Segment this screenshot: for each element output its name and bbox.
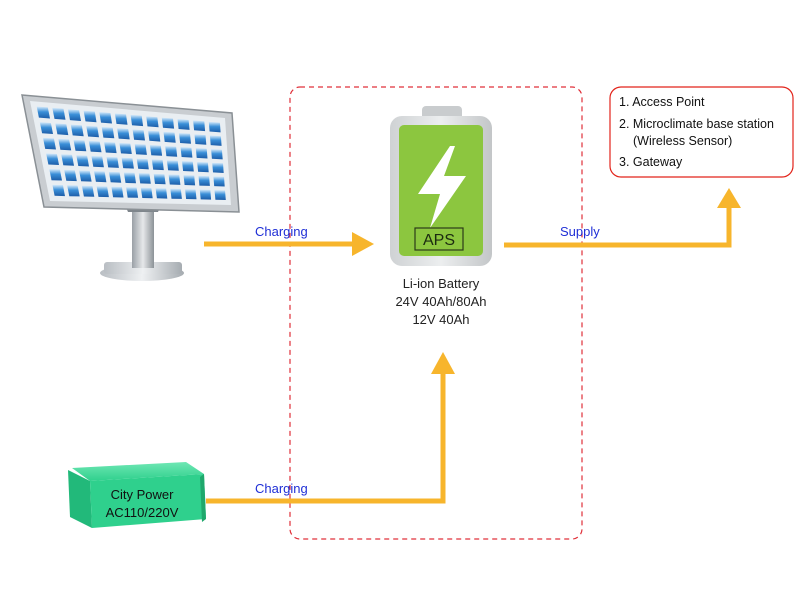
solar-cell: [168, 174, 181, 185]
load-item: 3. Gateway: [619, 155, 683, 169]
solar-cell: [76, 155, 89, 167]
solar-panel-icon: [21, 94, 240, 281]
solar-cell: [195, 148, 208, 159]
solar-cell: [68, 109, 81, 121]
solar-cell: [138, 173, 151, 184]
solar-cell: [166, 160, 179, 171]
solar-cell: [83, 110, 97, 123]
solar-cell: [111, 186, 124, 198]
solar-cell: [88, 140, 102, 153]
solar-cell: [106, 156, 119, 168]
solar-cell: [39, 122, 53, 134]
solar-cell: [180, 147, 193, 158]
load-item: 1. Access Point: [619, 95, 705, 109]
solar-cell: [170, 188, 182, 199]
city-charging-label: Charging: [255, 481, 308, 496]
solar-cell: [199, 189, 212, 200]
solar-cell: [96, 186, 109, 198]
loads-box: [609, 86, 794, 178]
solar-cell: [86, 125, 99, 138]
solar-cell: [183, 175, 196, 186]
solar-cell: [182, 161, 194, 172]
solar-cell: [123, 172, 136, 184]
solar-cell: [198, 175, 210, 186]
solar-cell: [208, 121, 221, 133]
solar-cell: [149, 144, 163, 156]
city-power-block: [68, 462, 206, 528]
solar-cell: [177, 119, 190, 130]
solar-cell: [101, 126, 115, 139]
solar-cell: [108, 171, 122, 183]
solar-cell: [91, 155, 104, 168]
solar-cell: [104, 141, 117, 154]
solar-cell: [46, 153, 59, 165]
solar-cell: [55, 123, 69, 136]
solar-cell: [212, 162, 224, 173]
lightning-bolt-icon: [418, 146, 466, 228]
battery-system-boundary: [289, 86, 583, 540]
solar-cell: [185, 189, 197, 200]
solar-cell: [70, 124, 84, 137]
solar-cell: [52, 107, 66, 120]
solar-cell: [214, 190, 226, 200]
solar-cell: [155, 188, 168, 199]
solar-cell: [61, 154, 74, 166]
battery-badge-label: APS: [423, 232, 455, 249]
city-charging-arrow: [206, 352, 455, 504]
solar-charging-label: Charging: [255, 224, 308, 239]
solar-cell: [126, 187, 139, 198]
battery-caption-line: Li-ion Battery: [403, 276, 480, 291]
solar-cell: [151, 159, 164, 171]
solar-cell: [49, 169, 62, 181]
solar-cell: [79, 170, 92, 182]
solar-cell: [148, 130, 161, 142]
solar-cell: [146, 116, 159, 128]
solar-cell: [43, 137, 56, 150]
solar-charging-arrow: [204, 232, 374, 256]
solar-cell: [165, 146, 178, 157]
solar-cell: [193, 120, 206, 132]
solar-cell: [209, 135, 222, 146]
solar-cell: [94, 171, 107, 183]
battery-caption-line: 12V 40Ah: [412, 312, 469, 327]
solar-cell: [140, 187, 153, 199]
supply-label: Supply: [560, 224, 600, 239]
battery-caption-line: 24V 40Ah/80Ah: [395, 294, 486, 309]
solar-cell: [163, 131, 176, 143]
solar-cell: [58, 138, 72, 151]
solar-cell: [67, 185, 80, 197]
load-item: 2. Microclimate base station: [619, 117, 774, 131]
loads-list: 1. Access Point 2. Microclimate base sta…: [619, 95, 774, 169]
solar-cell: [194, 134, 207, 145]
solar-cell: [114, 113, 128, 125]
solar-cell: [161, 117, 175, 129]
city-power-line: City Power: [111, 487, 175, 502]
solar-cell: [153, 173, 166, 185]
solar-cell: [73, 139, 87, 152]
solar-cell: [121, 157, 134, 169]
solar-cell: [136, 158, 149, 170]
solar-cell: [52, 184, 65, 197]
solar-cell: [132, 129, 145, 141]
city-power-line: AC110/220V: [106, 505, 179, 520]
solar-cell: [119, 142, 132, 154]
solar-cell: [81, 185, 95, 197]
solar-cell: [134, 143, 147, 155]
solar-cell: [117, 128, 130, 140]
battery-caption: Li-ion Battery 24V 40Ah/80Ah 12V 40Ah: [395, 276, 486, 327]
battery-icon: [390, 106, 492, 266]
solar-cell: [197, 161, 209, 173]
solar-cell: [213, 176, 225, 187]
solar-cell: [179, 133, 191, 144]
supply-arrow: [504, 188, 741, 248]
load-item: (Wireless Sensor): [633, 134, 732, 148]
solar-cell: [36, 106, 50, 119]
solar-cell: [64, 169, 77, 182]
solar-cell: [130, 114, 144, 127]
solar-cell: [99, 112, 112, 124]
solar-cell: [211, 149, 223, 160]
